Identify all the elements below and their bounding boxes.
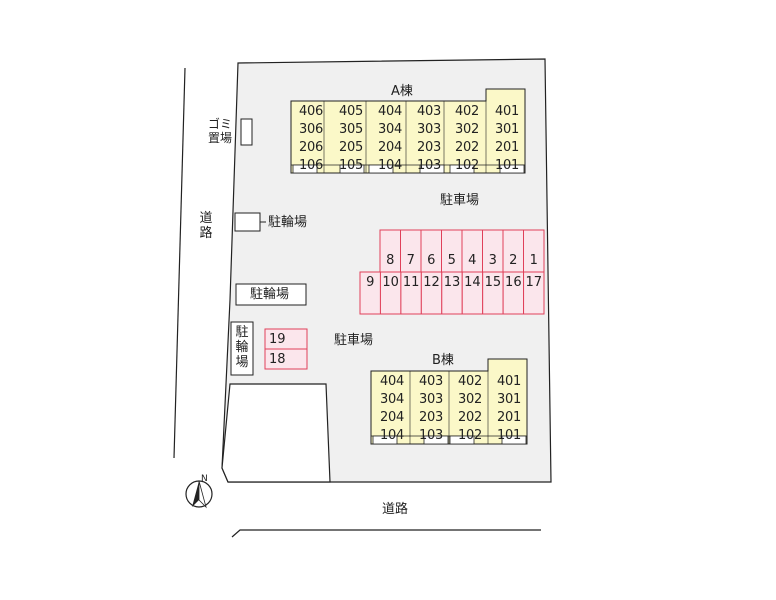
building-b-column: 404 304 204 104 xyxy=(374,373,410,445)
north-arrow-icon xyxy=(185,480,213,509)
building-b xyxy=(370,358,528,445)
unit-number: 402 xyxy=(455,104,479,119)
unit-number: 103 xyxy=(419,428,443,443)
building-a-column: 401 301 201 101 xyxy=(489,103,525,175)
bike-box-2 xyxy=(235,283,307,306)
parking-small xyxy=(264,328,308,370)
parking-slot-number: 18 xyxy=(269,352,286,367)
building-a-column: 405 305 205 105 xyxy=(333,103,369,175)
unit-number: 302 xyxy=(455,122,479,137)
parking-slot xyxy=(523,271,545,315)
unit-number: 302 xyxy=(458,392,482,407)
road-bottom-edge xyxy=(231,529,541,538)
unit-number: 403 xyxy=(417,104,441,119)
unit-number: 203 xyxy=(417,140,441,155)
unit-number: 202 xyxy=(455,140,479,155)
bike-label-2: 駐輪場 xyxy=(250,287,290,302)
unit-number: 101 xyxy=(495,158,519,173)
bike-label-1: 駐輪場 xyxy=(268,215,308,230)
parking-slot-number: 9 xyxy=(366,275,375,290)
building-a-column: 404 304 204 104 xyxy=(372,103,408,175)
unit-number: 202 xyxy=(458,410,482,425)
unit-number: 403 xyxy=(419,374,443,389)
building-a-column: 403 303 203 103 xyxy=(411,103,447,175)
bike-box-3 xyxy=(230,321,254,376)
unit-number: 206 xyxy=(299,140,323,155)
unit-number: 203 xyxy=(419,410,443,425)
building-b-column: 403 303 203 103 xyxy=(413,373,449,445)
parking-mid-label: 駐車場 xyxy=(334,333,374,348)
bike-label-3: 駐輪場 xyxy=(235,325,249,370)
parking-slot-number: 5 xyxy=(447,253,456,268)
unit-number: 101 xyxy=(497,428,521,443)
unit-number: 106 xyxy=(299,158,323,173)
road-bottom-label: 道路 xyxy=(382,502,409,517)
building-b-column: 401 301 201 101 xyxy=(491,373,527,445)
unit-number: 104 xyxy=(378,158,402,173)
unit-number: 303 xyxy=(419,392,443,407)
unit-number: 102 xyxy=(458,428,482,443)
parking-slot-number: 15 xyxy=(484,275,502,290)
unit-number: 303 xyxy=(417,122,441,137)
building-a-column: 402 302 202 102 xyxy=(449,103,485,175)
parking-slot-number: 4 xyxy=(468,253,477,268)
garbage-box xyxy=(240,118,253,146)
building-a-label: A棟 xyxy=(391,84,413,99)
parking-slot-number: 14 xyxy=(464,275,481,290)
unit-number: 204 xyxy=(378,140,402,155)
unit-number: 404 xyxy=(378,104,402,119)
unit-number: 201 xyxy=(495,140,519,155)
unit-number: 103 xyxy=(417,158,441,173)
unit-number: 402 xyxy=(458,374,482,389)
unit-number: 304 xyxy=(378,122,402,137)
parking-slot-number: 11 xyxy=(402,275,420,290)
unit-number: 301 xyxy=(497,392,521,407)
parking-slot-number: 12 xyxy=(423,275,440,290)
parking-slot-number: 1 xyxy=(529,253,538,268)
building-a-column: 406 306 206 106 xyxy=(293,103,329,175)
building-a xyxy=(290,88,526,174)
unit-number: 204 xyxy=(380,410,404,425)
road-left-label: 道路 xyxy=(199,211,213,241)
parking-slot-number: 2 xyxy=(509,253,518,268)
unit-number: 306 xyxy=(299,122,323,137)
parking-slot-number: 7 xyxy=(406,253,415,268)
parking-row-bottom xyxy=(359,271,545,315)
bike-box-1 xyxy=(234,212,261,232)
parking-slot-number: 13 xyxy=(443,275,461,290)
parking-slot-number: 19 xyxy=(269,332,286,347)
parking-slot-number: 17 xyxy=(525,275,543,290)
unit-number: 304 xyxy=(380,392,404,407)
lot-notch xyxy=(221,383,331,483)
unit-number: 201 xyxy=(497,410,521,425)
road-left-edge xyxy=(173,67,186,459)
garbage-label: ゴミ置場 xyxy=(207,117,232,145)
unit-number: 401 xyxy=(497,374,521,389)
north-label: N xyxy=(201,474,208,484)
parking-slot-number: 6 xyxy=(427,253,436,268)
unit-number: 305 xyxy=(339,122,363,137)
parking-slot-number: 10 xyxy=(382,275,399,290)
building-b-column: 402 302 202 102 xyxy=(452,373,488,445)
unit-number: 406 xyxy=(299,104,323,119)
unit-number: 104 xyxy=(380,428,404,443)
parking-slot-number: 16 xyxy=(505,275,522,290)
unit-number: 401 xyxy=(495,104,519,119)
parking-slot-number: 3 xyxy=(488,253,497,268)
building-b-label: B棟 xyxy=(432,353,454,368)
unit-number: 205 xyxy=(339,140,363,155)
parking-slot xyxy=(264,348,308,370)
parking-top-label: 駐車場 xyxy=(440,193,480,208)
unit-number: 404 xyxy=(380,374,404,389)
unit-number: 405 xyxy=(339,104,363,119)
unit-number: 102 xyxy=(455,158,479,173)
unit-number: 105 xyxy=(339,158,363,173)
parking-slot-number: 8 xyxy=(386,253,395,268)
unit-number: 301 xyxy=(495,122,519,137)
